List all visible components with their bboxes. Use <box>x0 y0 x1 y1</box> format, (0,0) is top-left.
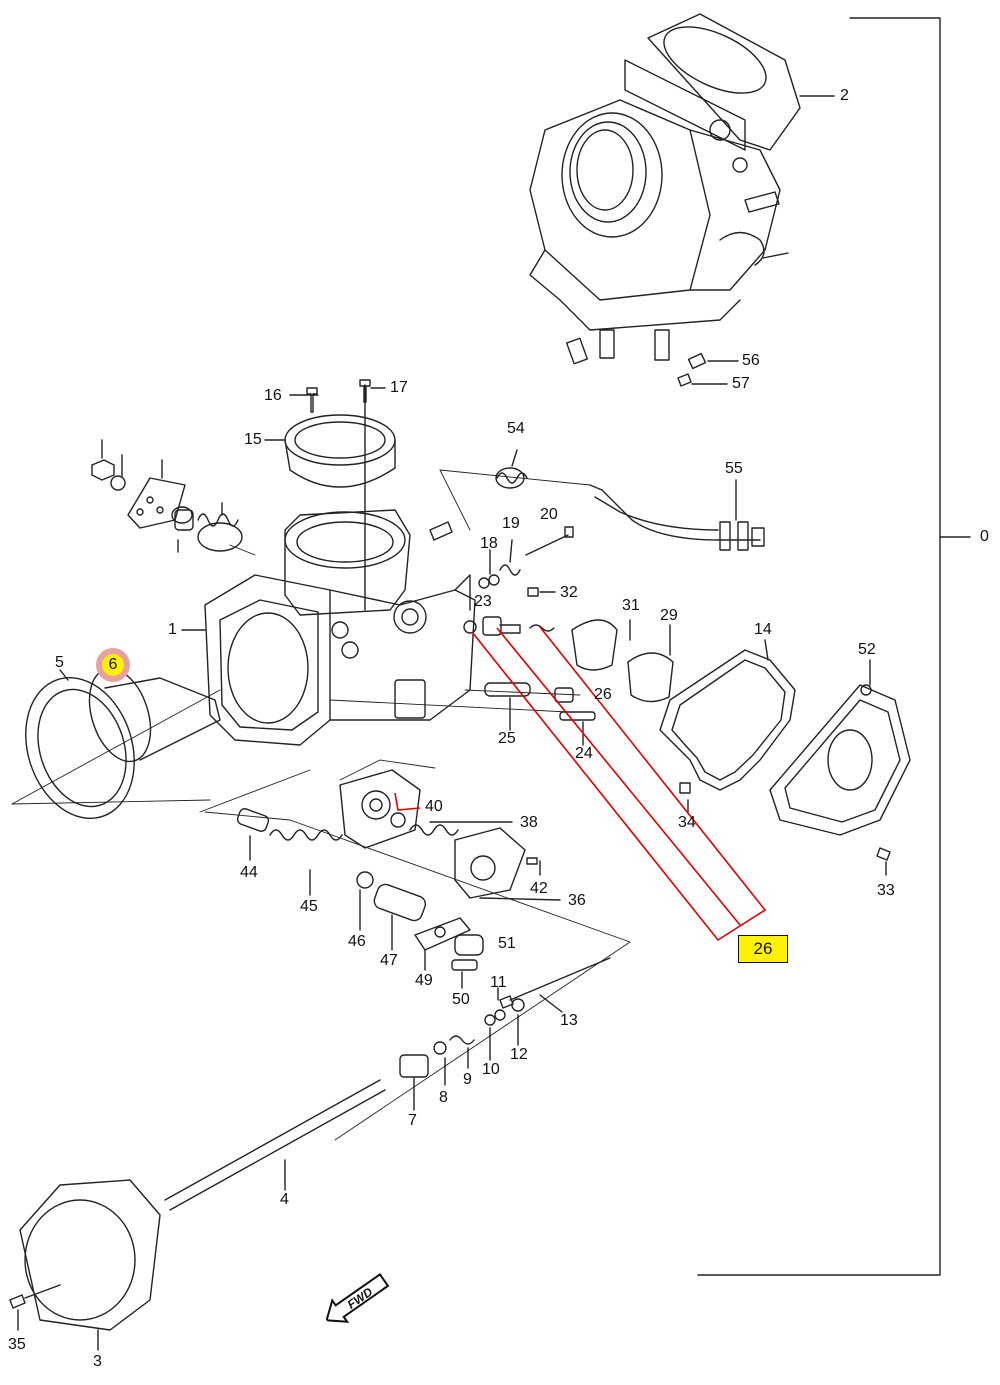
part-label-4: 4 <box>280 1191 289 1208</box>
part-label-42: 46 <box>348 933 366 950</box>
part-label-49: 54 <box>507 420 525 437</box>
callout-26[interactable]: 26 <box>738 935 788 963</box>
part-label-44: 49 <box>415 972 433 989</box>
part-label-40: 44 <box>240 864 258 881</box>
part-label-2: 2 <box>840 87 849 104</box>
assembly-bracket <box>697 17 941 1276</box>
part-label-43: 47 <box>380 952 398 969</box>
carburetor-body-drawing <box>181 384 476 746</box>
part-label-24: 25 <box>498 730 516 747</box>
part-label-16: 16 <box>264 387 282 404</box>
part-label-45: 50 <box>452 991 470 1008</box>
part-label-36: 40 <box>425 798 443 815</box>
part-label-0: 0 <box>980 528 989 545</box>
part-label-14: 14 <box>754 621 772 638</box>
part-label-41: 45 <box>300 898 318 915</box>
part-label-5: 5 <box>55 654 64 671</box>
part-label-3: 3 <box>93 1353 102 1370</box>
part-label-51: 56 <box>742 352 760 369</box>
part-label-27: 29 <box>660 607 678 624</box>
part-label-15: 15 <box>244 431 262 448</box>
part-label-7: 7 <box>408 1112 417 1129</box>
part-label-30: 32 <box>560 584 578 601</box>
callout-26-lines <box>471 626 767 942</box>
part-label-18: 18 <box>480 535 498 552</box>
fwd-arrow-icon: FWD <box>325 1273 390 1323</box>
part-label-19: 19 <box>502 515 520 532</box>
part-label-33: 35 <box>8 1336 26 1353</box>
part-label-32: 34 <box>678 814 696 831</box>
carburetor-assembly-drawing <box>529 13 801 365</box>
part-label-38: 42 <box>530 880 548 897</box>
part-label-47: 52 <box>858 641 876 658</box>
part-label-12: 12 <box>510 1046 528 1063</box>
part-label-8: 8 <box>439 1089 448 1106</box>
part-label-22: 23 <box>474 593 492 610</box>
part-label-23: 24 <box>575 745 593 762</box>
part-label-17: 17 <box>390 379 408 396</box>
part-label-13: 13 <box>560 1012 578 1029</box>
part-label-1: 1 <box>168 621 177 638</box>
part-label-34: 36 <box>568 892 586 909</box>
part-label-35: 38 <box>520 814 538 831</box>
callout-6[interactable]: 6 <box>96 648 130 682</box>
callout-6-label: 6 <box>102 654 124 676</box>
part-label-50: 55 <box>725 460 743 477</box>
part-label-31: 33 <box>877 882 895 899</box>
part-label-29: 31 <box>622 597 640 614</box>
part-label-20: 20 <box>540 506 558 523</box>
part-label-25: 26 <box>594 686 612 703</box>
part-label-9: 9 <box>463 1071 472 1088</box>
part-label-52: 57 <box>732 375 750 392</box>
part-label-46: 51 <box>498 935 516 952</box>
part-label-10: 10 <box>482 1061 500 1078</box>
part-label-11: 11 <box>490 974 507 991</box>
